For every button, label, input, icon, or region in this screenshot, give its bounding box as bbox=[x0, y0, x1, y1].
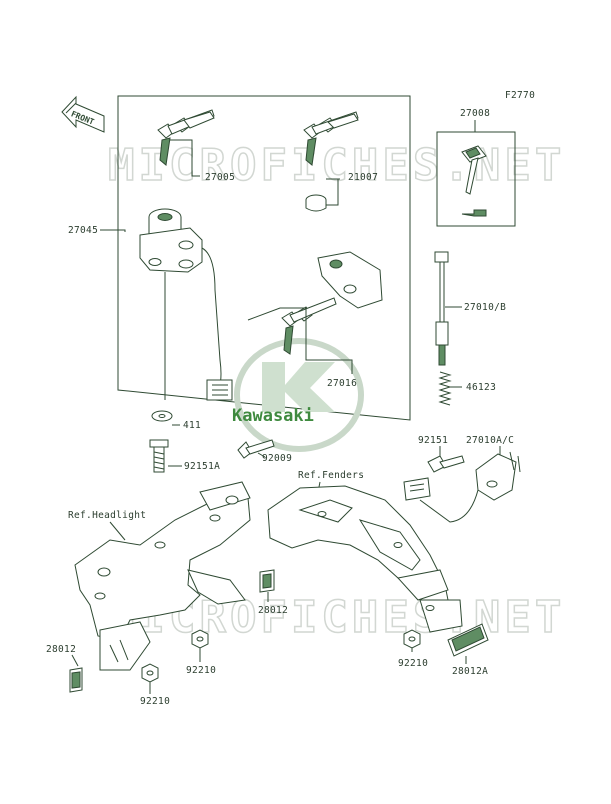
key-panel-27008 bbox=[436, 131, 516, 227]
bolt-92151 bbox=[427, 455, 465, 473]
label-92151: 92151 bbox=[418, 435, 448, 446]
headlight-bracket bbox=[74, 481, 251, 671]
leader-21007 bbox=[326, 178, 340, 206]
ref-headlight-label: Ref.Headlight bbox=[68, 510, 146, 521]
screw-92009 bbox=[237, 439, 275, 459]
rear-fender bbox=[267, 485, 463, 633]
leader-27016 bbox=[247, 307, 353, 374]
label-92151a: 92151A bbox=[184, 461, 220, 472]
figure-code: F2770 bbox=[505, 90, 535, 101]
cap-21007 bbox=[305, 194, 327, 212]
nut-92210-bottom bbox=[141, 663, 159, 683]
label-27010b: 27010/B bbox=[464, 302, 506, 313]
key-set-27005 bbox=[157, 109, 215, 166]
label-27005: 27005 bbox=[205, 172, 235, 183]
plate-28012-right bbox=[259, 569, 275, 593]
ignition-assembly-frame bbox=[117, 95, 411, 421]
plate-28012-left bbox=[69, 667, 83, 693]
label-92009: 92009 bbox=[262, 453, 292, 464]
label-27008: 27008 bbox=[460, 108, 490, 119]
key-set-top-middle bbox=[303, 111, 359, 166]
leader-92009 bbox=[257, 452, 266, 458]
switch-27010ac bbox=[403, 451, 521, 523]
kawasaki-logo-text: Kawasaki bbox=[232, 406, 314, 426]
label-21007: 21007 bbox=[348, 172, 378, 183]
watermark-top: MICROFICHES.NET bbox=[108, 140, 565, 191]
leader-ref-headlight bbox=[109, 521, 126, 541]
bolt-92151a bbox=[149, 439, 169, 473]
lock-assembly-27016 bbox=[281, 251, 383, 355]
leader-27045 bbox=[100, 229, 126, 232]
plate-28012a bbox=[447, 623, 489, 657]
switch-27010b bbox=[434, 251, 449, 366]
leader-28012-left bbox=[71, 654, 79, 667]
washer-411 bbox=[151, 410, 173, 422]
label-27045: 27045 bbox=[68, 225, 98, 236]
nut-92210-right bbox=[403, 629, 421, 649]
blank-key-27008 bbox=[461, 145, 487, 217]
spring-46123 bbox=[438, 371, 452, 406]
label-46123: 46123 bbox=[466, 382, 496, 393]
label-28012a: 28012A bbox=[452, 666, 488, 677]
label-27016: 27016 bbox=[327, 378, 357, 389]
label-28012-right: 28012 bbox=[258, 605, 288, 616]
label-28012-left: 28012 bbox=[46, 644, 76, 655]
ref-fenders-label: Ref.Fenders bbox=[298, 470, 364, 481]
front-arrow-icon: FRONT bbox=[61, 95, 105, 133]
label-411: 411 bbox=[183, 420, 201, 431]
label-92210-center: 92210 bbox=[186, 665, 216, 676]
kawasaki-logo: Kawasaki bbox=[232, 338, 364, 452]
nut-92210-center bbox=[191, 629, 209, 649]
label-92210-right: 92210 bbox=[398, 658, 428, 669]
ignition-switch-27045 bbox=[139, 208, 233, 401]
label-92210-bottom: 92210 bbox=[140, 696, 170, 707]
label-27010ac: 27010A/C bbox=[466, 435, 514, 446]
leader-27005 bbox=[170, 139, 200, 177]
